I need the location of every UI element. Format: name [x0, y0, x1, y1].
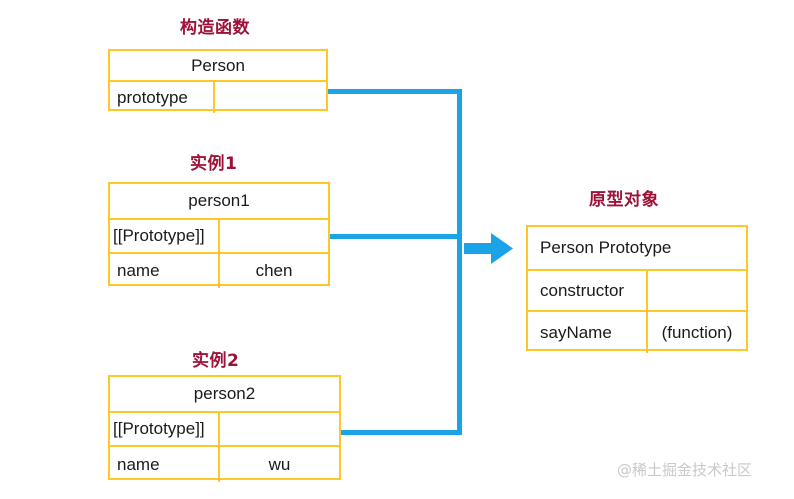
object-box-person2: person2 [[Prototype]] name wu [108, 375, 341, 482]
box-proto-header-label: Person Prototype [540, 238, 672, 257]
box-proto-row-sayname: sayName (function) [528, 312, 746, 353]
connector-line-person-prototype [328, 89, 462, 94]
box-person1-name-key: name [110, 254, 220, 288]
box-proto-sayname-value: (function) [661, 322, 733, 342]
box-person1-prototype-key: [[Prototype]] [110, 220, 220, 252]
box-person1-row-prototype: [[Prototype]] [110, 220, 328, 254]
object-box-person1: person1 [[Prototype]] name chen [108, 182, 330, 288]
section-title-prototype-object: 原型对象 [589, 190, 659, 210]
box-proto-constructor-key: constructor [528, 271, 648, 310]
section-title-constructor: 构造函数 [180, 18, 250, 38]
connector-line-person1-prototype [330, 234, 460, 239]
box-person1-header-row: person1 [110, 184, 328, 220]
box-person-header-row: Person [110, 51, 326, 82]
object-box-person-prototype: Person Prototype constructor sayName (fu… [526, 225, 748, 353]
watermark-text: @稀土掘金技术社区 [617, 461, 753, 479]
box-proto-row-constructor: constructor [528, 271, 746, 312]
section-title-instance2: 实例2 [192, 351, 240, 371]
box-person1-row-name: name chen [110, 254, 328, 288]
connector-line-trunk [457, 89, 462, 435]
box-person2-header-row: person2 [110, 377, 339, 413]
box-proto-header-row: Person Prototype [528, 227, 746, 271]
box-person1-name-value: chen [255, 261, 293, 280]
section-title-instance1: 实例1 [190, 154, 238, 174]
box-person-prototype-value [215, 82, 326, 113]
box-person2-name-key: name [110, 447, 220, 482]
arrow-right-icon [464, 233, 513, 264]
box-person2-prototype-value [220, 413, 339, 445]
box-person2-row-name: name wu [110, 447, 339, 482]
box-person2-row-prototype: [[Prototype]] [110, 413, 339, 447]
box-proto-sayname-key: sayName [528, 312, 648, 353]
object-box-person: Person prototype [108, 49, 328, 113]
box-person1-header-label: person1 [188, 191, 250, 210]
box-person-prototype-key: prototype [110, 82, 215, 113]
box-person2-prototype-key: [[Prototype]] [110, 413, 220, 445]
box-proto-constructor-value [648, 271, 746, 310]
box-person1-prototype-value [220, 220, 328, 252]
box-person-row-prototype: prototype [110, 82, 326, 113]
box-person-header-label: Person [191, 55, 245, 75]
connector-line-person2-prototype [341, 430, 462, 435]
box-person2-header-label: person2 [193, 384, 256, 403]
box-person2-name-value: wu [268, 454, 291, 474]
